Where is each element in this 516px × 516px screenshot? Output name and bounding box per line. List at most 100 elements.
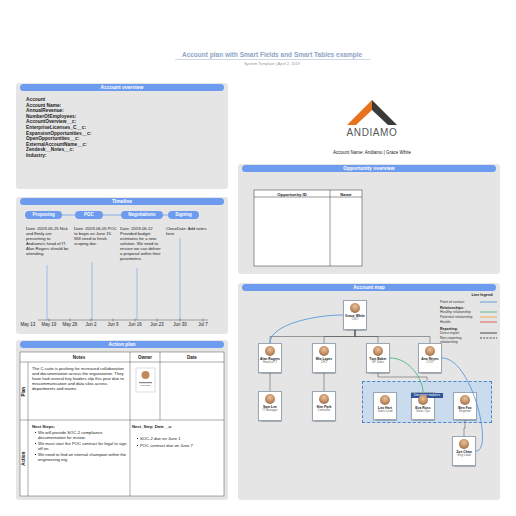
field-label: Industry: [16, 153, 228, 159]
avatar [418, 395, 428, 405]
bullet-item: We will provide SOC-2 compliance documen… [34, 430, 130, 440]
person-role: COO [419, 361, 441, 365]
person-role: Eng Lead [453, 454, 475, 458]
legend-text: Direct report [440, 331, 479, 335]
logo-text: ANDIAMO [330, 127, 414, 139]
phase-connector [62, 215, 75, 216]
title-rule [175, 59, 370, 60]
panel-header: Timeline [20, 198, 224, 205]
phase-label: Negotiations [121, 211, 163, 219]
person-card: Ben FoxEngineer [453, 392, 477, 420]
reporting-line [378, 373, 427, 381]
panel-header: Account map [242, 284, 496, 291]
person-role: Controller [313, 409, 335, 413]
field-label: OpenOpportunities__c: [16, 136, 228, 142]
person-card: Grace WhiteCEO [343, 300, 367, 330]
phase-pill: Signing [168, 211, 199, 219]
logo-right [372, 100, 397, 125]
person-role: Sales Ops [412, 410, 434, 414]
row-label: Plan [21, 371, 26, 411]
text-label: Reporting: [440, 327, 478, 331]
reporting-line [355, 330, 430, 343]
phase-connector [163, 215, 168, 216]
text-label: Opportunity ID [254, 192, 330, 197]
person-role: CEO [344, 318, 366, 322]
logo-left [347, 100, 372, 125]
text-label: Date: 2019-06-05 POC to begin on June 15… [74, 226, 118, 246]
group-box: Decision makersLeo HartSales LeadEva Ros… [362, 381, 492, 423]
legend-text: Point of contact [440, 300, 479, 304]
reporting-line [464, 420, 465, 436]
field-label: EnterpriseLicenses_C__c: [16, 125, 228, 131]
reporting-line [355, 330, 378, 343]
panel: Account overviewAccountAccount Name:Annu… [16, 83, 228, 189]
text-label: May 19 [39, 322, 59, 327]
legend-text: Potential relationship [440, 315, 479, 319]
text-label: May 26 [60, 322, 80, 327]
field-label: AccountOverview__c: [16, 119, 228, 125]
text-label: Date: 2019-05-25 Nick and Emily are pres… [26, 226, 70, 256]
field-label: ExternalAccountName__c: [16, 142, 228, 148]
panel: Opportunity overview [238, 164, 500, 274]
text-label: Jun 30 [170, 322, 190, 327]
person-card: Zoe ChanEng Lead [452, 436, 476, 466]
diagram-title: Account plan with Smart Fields and Smart… [100, 51, 444, 58]
text-label: Date: 2019-06-12 Provided budget estimat… [120, 226, 164, 261]
avatar [350, 303, 360, 313]
text-label: Jun 23 [147, 322, 167, 327]
text-label: Next_Step_Date__c: [132, 424, 222, 429]
phase-pill: Proposing [25, 211, 62, 219]
text-label: Jun 16 [125, 322, 145, 327]
phase-pill: Negotiations [121, 211, 163, 219]
text-label: CloseDate: Add notes here [166, 226, 210, 236]
phase-connector [103, 215, 121, 216]
text-label: Date [160, 355, 224, 360]
person-card: Mia LopezCFO [312, 343, 336, 373]
field-label: Account [16, 97, 228, 103]
text-label: Owner [130, 355, 160, 360]
person-role: Sales Lead [374, 410, 396, 414]
avatar [319, 394, 329, 404]
panel-header: Action plan [20, 341, 224, 348]
avatar [319, 346, 329, 356]
reporting-line [270, 373, 271, 391]
person-card: Ana ReyesCOO [418, 343, 442, 373]
text-label: The C-suite is pushing for increased col… [32, 366, 126, 391]
reporting-line [324, 330, 355, 343]
reporting-line [270, 330, 355, 343]
person-card: Leo HartSales Lead [373, 392, 397, 420]
text-label: May 13 [18, 322, 38, 327]
avatar [373, 346, 383, 356]
person-role: Engineer [454, 410, 476, 414]
field-label: NumberOfEmployees: [16, 114, 228, 120]
avatar [265, 394, 275, 404]
text-label: Line legend [466, 293, 498, 298]
legend-text: Hostile [440, 320, 479, 324]
person-card: Sam LeeIT Manager [258, 391, 282, 421]
panel: TimelineProposing POC Negotiations Signing [16, 197, 228, 334]
row-label: Action [21, 438, 26, 478]
text-label: Relationships: [440, 306, 478, 310]
person-card: Tom BakerVP Sales [366, 343, 390, 373]
text-label: Name [330, 192, 362, 197]
bullet-item: We need to find an internal champion wit… [34, 452, 130, 462]
phase-label: Signing [168, 211, 199, 219]
relationship-curve [390, 358, 423, 392]
diagram-caption: System Template | April 2, 2019 [100, 61, 444, 66]
bullet-item: We must start the POC contract for legal… [34, 441, 130, 451]
avatar [265, 346, 275, 356]
field-label: Zendesk__Notes__c: [16, 147, 228, 153]
text-label: Notes [28, 355, 130, 360]
bullet-item: SOC-2 due on June 1 [136, 436, 210, 441]
avatar [425, 346, 435, 356]
person-role: CFO [313, 361, 335, 365]
phase-label: POC [75, 211, 103, 219]
legend-text: Non-reporting relationship [440, 336, 479, 344]
text-label: Next Steps: [32, 424, 126, 429]
avatar [380, 395, 390, 405]
text-label: Jun 2 [81, 322, 101, 327]
person-role: VP Sales [367, 361, 389, 365]
avatar [460, 395, 470, 405]
person-card: Kim ParkController [312, 391, 336, 421]
person-role: Head of IT [259, 361, 281, 365]
